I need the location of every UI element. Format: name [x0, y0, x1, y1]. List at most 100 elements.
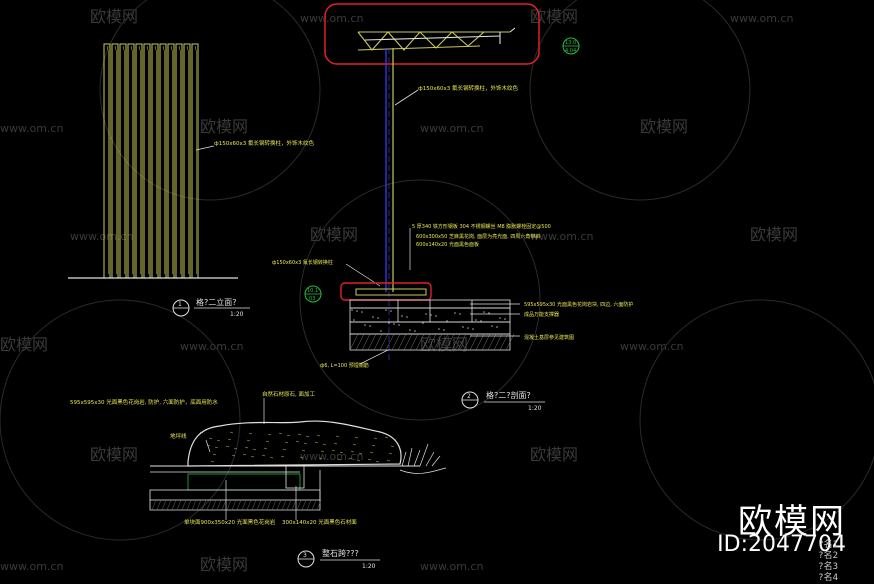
footing-note-d: ф150x60x3 氟长钢转换柱 [272, 259, 333, 266]
watermark-url: www.om.cn [420, 122, 483, 135]
hatch-line [276, 499, 282, 511]
ground-note: 地坪线 [170, 432, 187, 440]
watermark-url: www.om.cn [300, 12, 363, 25]
stone-texture [295, 440, 300, 443]
aggregate-dot [409, 329, 411, 331]
paving-note-e: 595x595x30 光面黑色花岗岩块, 四边, 六面防护 [524, 301, 633, 308]
stone-texture [348, 457, 353, 460]
hatch-line [156, 499, 162, 511]
stone-texture [386, 459, 391, 462]
paving-note-f: 成品万能支撑器 [524, 311, 559, 318]
timber-board [167, 43, 175, 279]
watermark-logo: 欧模网 [90, 7, 138, 26]
hatch-line [316, 499, 322, 511]
stone-texture [227, 438, 232, 441]
stone-texture [303, 442, 308, 445]
hatch-line [391, 333, 401, 351]
watermark-url: www.om.cn [620, 340, 683, 353]
aggregate-dot [488, 312, 490, 314]
hatch-line [221, 499, 227, 511]
hatch-line [457, 333, 467, 351]
hatch-line [191, 499, 197, 511]
boulder-section-drawing: 595x595x30 光面黑色花岗岩, 防护, 六面防护，底面用防水 地坪线 自… [70, 390, 447, 570]
section-marker-mid: 10.1 03 [304, 285, 322, 303]
stone-texture [229, 431, 234, 434]
hatch-line [439, 333, 449, 351]
footing-note-b: 600x300x50 芝麻黑花岗, 面层为亮光面, 四周六角带斜 [416, 233, 540, 240]
corner-name: ?名4 [818, 573, 838, 583]
wood-grain [130, 45, 133, 274]
aggregate-dot [369, 325, 371, 327]
stone-texture [199, 431, 204, 434]
stone-texture [248, 432, 253, 435]
hatch-line [181, 499, 187, 511]
brand-logo-text: 欧模网 [738, 502, 846, 542]
stone-texture [384, 436, 389, 439]
timber-board [191, 43, 199, 279]
drawing-scale: 1:20 [362, 563, 376, 570]
stone-texture [371, 444, 376, 447]
wood-grain [122, 45, 125, 274]
stone-texture [339, 451, 344, 454]
aggregate-dot [417, 321, 419, 323]
hatch-line [445, 333, 455, 351]
drawing-title-block-3: 3 整石跨??? 1:20 [297, 548, 380, 570]
stone-texture [305, 435, 310, 438]
aggregate-dot [414, 330, 416, 332]
hatch-line [256, 499, 262, 511]
stone-texture [252, 448, 257, 451]
aggregate-dot [472, 328, 474, 330]
wood-grain [170, 45, 173, 274]
footing-note-right: 300x140x20 光面黑色石材面 [282, 518, 357, 526]
watermark-logo: 欧模网 [200, 555, 248, 574]
leader-line [205, 439, 211, 453]
hatch-line [499, 333, 509, 351]
timber-column-group [103, 43, 199, 279]
stone-texture [318, 457, 323, 460]
stone-texture [322, 443, 327, 446]
highlight-box-top [324, 3, 540, 65]
stone-texture [367, 458, 372, 461]
hatch-line [415, 333, 425, 351]
aggregate-dot [499, 317, 501, 319]
hatch-line [427, 333, 437, 351]
stone-texture [356, 459, 361, 462]
drawing-title: 格?二?剖面? [486, 390, 531, 400]
aggregate-dot [438, 328, 440, 330]
corner-name: ?名2 [818, 551, 838, 561]
watermark-url: www.om.cn [180, 340, 243, 353]
stone-texture [263, 447, 268, 450]
drawing-number: 2 [467, 393, 471, 400]
watermark-url: www.om.cn [0, 122, 63, 135]
stone-texture [267, 433, 272, 436]
stone-texture [373, 437, 378, 440]
stone-texture [352, 443, 357, 446]
aggregate-dot [475, 319, 477, 321]
stone-texture [369, 451, 374, 454]
marker-label: 10.1 [307, 288, 318, 294]
watermark-url: www.om.cn [300, 450, 363, 463]
boulder-footing [149, 465, 321, 511]
stone-texture [301, 449, 306, 452]
timber-board [159, 43, 167, 279]
boulder-hatch [199, 431, 397, 463]
aggregate-dot [380, 330, 382, 332]
watermark-logo: 欧模网 [90, 445, 138, 464]
corner-name-list: ?名1 ?名2 ?名3 ?名4 [818, 540, 838, 584]
drawing-title: 格?二立面? [196, 297, 237, 307]
base-plate [355, 288, 427, 296]
stone-texture [265, 440, 270, 443]
stone-texture [333, 442, 338, 445]
aggregate-dot [459, 313, 461, 315]
aggregate-dot [504, 318, 506, 320]
hatch-line [236, 499, 242, 511]
stone-texture [212, 453, 217, 456]
hatch-line [216, 499, 222, 511]
stone-texture [337, 458, 342, 461]
hatch-line [196, 499, 202, 511]
marker-label: 03 [309, 296, 315, 302]
hatch-line [379, 333, 389, 351]
stone-texture [388, 452, 393, 455]
corner-name: ?名1 [818, 540, 838, 550]
